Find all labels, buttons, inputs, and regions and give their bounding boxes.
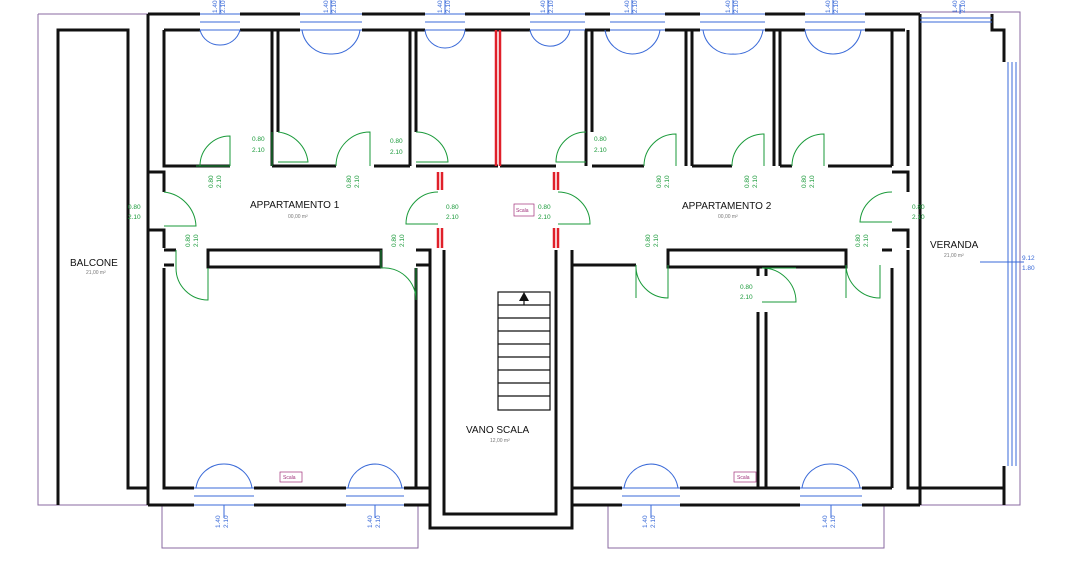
walls <box>56 12 1006 530</box>
dim-door-w: 0.80 <box>538 204 551 211</box>
dim-door-w: 0.80 <box>744 175 751 188</box>
dim-door-h: 2.10 <box>193 234 200 247</box>
dim-window-h: 2.10 <box>220 0 227 13</box>
dim-door-h: 2.10 <box>594 147 607 154</box>
staircase <box>497 291 551 411</box>
dim-window-w: 1.40 <box>367 515 374 528</box>
scala-tags: Scala Scala Scala <box>279 203 757 483</box>
room-label-balcone: BALCONE <box>70 258 118 269</box>
room-area-appartamento-1: 00,00 m² <box>288 214 308 220</box>
dim-door-h: 2.10 <box>216 175 223 188</box>
dim-door-w: 0.80 <box>645 234 652 247</box>
dim-door-h: 2.10 <box>912 214 925 221</box>
dim-door-w: 0.80 <box>391 234 398 247</box>
dim-door-h: 2.10 <box>653 234 660 247</box>
room-area-vano-scala: 12,00 m² <box>490 438 510 444</box>
tag-scala: Scala <box>737 475 750 481</box>
room-label-appartamento-2: APPARTAMENTO 2 <box>682 201 772 212</box>
dim-door-h: 2.10 <box>128 214 141 221</box>
dim-window-h: 2.10 <box>548 0 555 13</box>
dim-window-h: 2.10 <box>833 0 840 13</box>
dim-door-w: 0.80 <box>912 204 925 211</box>
dim-window-w: 1.40 <box>540 0 547 13</box>
dim-door-w: 0.80 <box>252 136 265 143</box>
dim-door-h: 2.10 <box>863 234 870 247</box>
tag-scala: Scala <box>283 475 296 481</box>
new-walls <box>436 30 560 248</box>
dim-door-w: 0.80 <box>855 234 862 247</box>
dim-window-h: 2.10 <box>650 515 657 528</box>
dim-window-w: 1.40 <box>825 0 832 13</box>
dim-window-w: 1.40 <box>212 0 219 13</box>
dim-door-h: 2.10 <box>399 234 406 247</box>
top-windows <box>199 0 865 55</box>
dim-door-h: 2.10 <box>752 175 759 188</box>
room-area-appartamento-2: 00,00 m² <box>718 214 738 220</box>
dim-window-w: 1.40 <box>624 0 631 13</box>
dim-door-h: 2.10 <box>252 147 265 154</box>
doors <box>163 131 893 303</box>
dim-window-h: 2.10 <box>632 0 639 13</box>
dim-door-w: 0.80 <box>185 234 192 247</box>
dim-door-h: 2.10 <box>809 175 816 188</box>
dim-window-h: 2.10 <box>375 515 382 528</box>
bottom-windows <box>194 463 862 518</box>
window-dimensions: 1.40 2.10 1.40 2.10 1.40 2.10 1.40 2.10 … <box>212 0 1035 528</box>
room-label-veranda: VERANDA <box>930 240 979 251</box>
dim-window-w: 1.40 <box>215 515 222 528</box>
dim-door-h: 2.10 <box>354 175 361 188</box>
dim-door-w: 0.80 <box>594 136 607 143</box>
veranda-glazing <box>920 4 1024 466</box>
dim-window-h: 2.10 <box>445 0 452 13</box>
dim-window-w: 1.40 <box>642 515 649 528</box>
dim-window-w: 1.40 <box>822 515 829 528</box>
dim-veranda-h: 1.80 <box>1022 265 1035 272</box>
dim-door-w: 0.80 <box>208 175 215 188</box>
room-label-vano-scala: VANO SCALA <box>466 425 529 436</box>
dim-door-w: 0.80 <box>390 138 403 145</box>
dim-door-h: 2.10 <box>390 149 403 156</box>
dim-veranda-w: 9.12 <box>1022 255 1035 262</box>
dim-window-w: 1.40 <box>437 0 444 13</box>
dim-door-w: 0.80 <box>740 284 753 291</box>
room-label-appartamento-1: APPARTAMENTO 1 <box>250 200 340 211</box>
dim-window-h: 2.10 <box>830 515 837 528</box>
dim-window-h: 2.10 <box>331 0 338 13</box>
dim-window-w: 1.40 <box>952 0 959 13</box>
dim-door-h: 2.10 <box>446 214 459 221</box>
dim-door-w: 0.80 <box>656 175 663 188</box>
property-outline <box>37 11 1021 549</box>
door-dimensions: 0.80 2.10 0.80 2.10 0.80 2.10 0.80 2.10 … <box>128 136 925 301</box>
dim-door-w: 0.80 <box>801 175 808 188</box>
dim-door-h: 2.10 <box>664 175 671 188</box>
tag-scala: Scala <box>516 208 529 214</box>
dim-window-h: 2.10 <box>223 515 230 528</box>
dim-door-w: 0.80 <box>446 204 459 211</box>
dim-door-w: 0.80 <box>346 175 353 188</box>
dim-window-w: 1.40 <box>323 0 330 13</box>
room-area-veranda: 21,00 m² <box>944 253 964 259</box>
dim-window-h: 2.10 <box>733 0 740 13</box>
room-labels: BALCONE 21,00 m² APPARTAMENTO 1 00,00 m²… <box>70 200 979 444</box>
dim-door-w: 0.80 <box>128 204 141 211</box>
stair-arrow-icon <box>519 292 529 301</box>
room-area-balcone: 21,00 m² <box>86 270 106 276</box>
dim-door-h: 2.10 <box>740 294 753 301</box>
dim-door-h: 2.10 <box>538 214 551 221</box>
dim-window-w: 1.40 <box>725 0 732 13</box>
dim-window-h: 2.10 <box>960 0 967 13</box>
